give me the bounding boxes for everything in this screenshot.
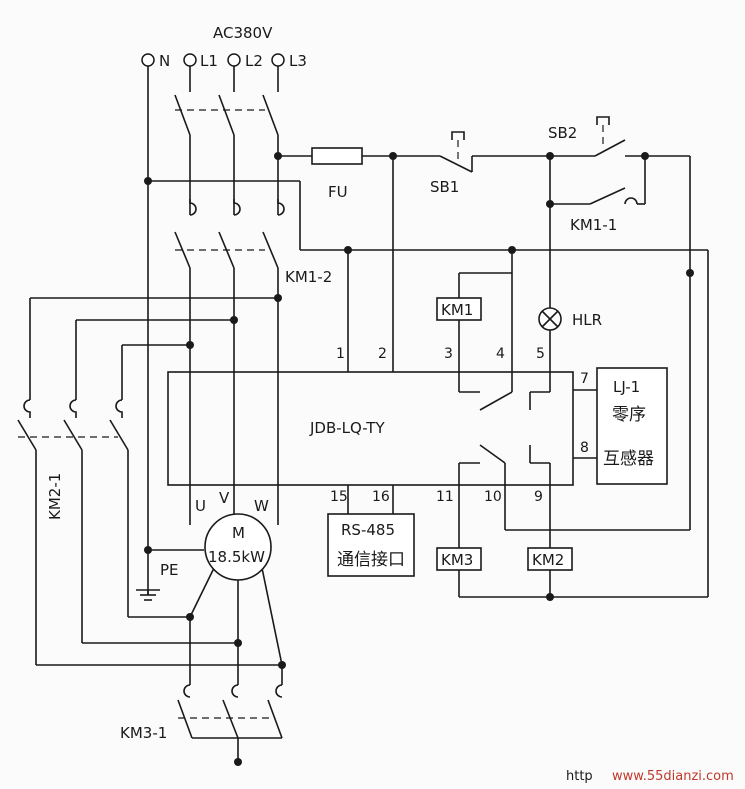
- motor-symbol: M: [232, 524, 245, 542]
- watermark-prefix: http: [566, 769, 593, 784]
- terminal-l3-label: L3: [289, 52, 307, 70]
- pin-7: 7: [580, 371, 589, 387]
- pin-2: 2: [378, 346, 387, 362]
- km1-coil: [436, 297, 482, 321]
- pin-9: 9: [534, 489, 543, 505]
- pe-label: PE: [160, 561, 179, 579]
- rs485-line2: 通信接口: [337, 550, 405, 570]
- terminal-l3: [271, 53, 285, 67]
- sensor-code: LJ-1: [613, 378, 640, 396]
- motor: M 18.5kW U V W: [195, 489, 272, 581]
- sensor-line1: 零序: [612, 405, 646, 425]
- controller-box: [167, 371, 574, 486]
- motor-phase-w: W: [254, 497, 269, 515]
- terminal-l2: [227, 53, 241, 67]
- km2-coil-label: KM2: [532, 551, 564, 569]
- terminal-n: [141, 53, 155, 67]
- sensor-line2: 互感器: [603, 449, 654, 469]
- pin-4: 4: [496, 346, 505, 362]
- lamp-label: HLR: [572, 311, 602, 329]
- terminal-l2-label: L2: [245, 52, 263, 70]
- supply-terminals: AC380V N L1 L2 L3: [141, 24, 307, 70]
- fuse: [311, 147, 363, 165]
- pin-16: 16: [372, 489, 390, 505]
- sb1-label: SB1: [430, 178, 459, 196]
- km3-main-label: KM3-1: [120, 724, 167, 742]
- terminal-n-label: N: [159, 52, 170, 70]
- rs485-box: [327, 513, 415, 577]
- km3-coil-label: KM3: [441, 551, 473, 569]
- fuse-label: FU: [328, 183, 348, 201]
- controller-pins: 1 2 3 4 5 7 8 15 16 11 10 9: [330, 346, 589, 505]
- zero-sequence-ct-box: [596, 367, 668, 485]
- pin-5: 5: [536, 346, 545, 362]
- supply-voltage-label: AC380V: [213, 24, 273, 42]
- pin-1: 1: [336, 346, 345, 362]
- pin-15: 15: [330, 489, 348, 505]
- contact-hooks: [23, 199, 285, 698]
- control-wiring: [311, 116, 708, 598]
- pin-11: 11: [436, 489, 454, 505]
- km3-coil: [436, 547, 482, 571]
- km1-coil-label: KM1: [441, 301, 473, 319]
- pin-8: 8: [580, 440, 589, 456]
- pin-10: 10: [484, 489, 502, 505]
- lamp-icon: [538, 307, 562, 331]
- junction-dots: [144, 152, 694, 766]
- terminal-l1-label: L1: [200, 52, 218, 70]
- km2-main-label: KM2-1: [46, 473, 64, 520]
- km2-coil: [527, 547, 573, 571]
- power-wiring: [17, 66, 709, 762]
- motor-phase-v: V: [219, 489, 230, 507]
- controller-name: JDB-LQ-TY: [309, 419, 385, 437]
- terminal-l1: [183, 53, 197, 67]
- motor-rating: 18.5kW: [208, 548, 265, 566]
- km1-aux-label: KM1-1: [570, 216, 617, 234]
- km1-main-label: KM1-2: [285, 268, 332, 286]
- sb2-label: SB2: [548, 124, 577, 142]
- pin-3: 3: [444, 346, 453, 362]
- watermark-site: www.55dianzi.com: [612, 769, 734, 784]
- motor-phase-u: U: [195, 497, 206, 515]
- rs485-line1: RS-485: [341, 521, 395, 539]
